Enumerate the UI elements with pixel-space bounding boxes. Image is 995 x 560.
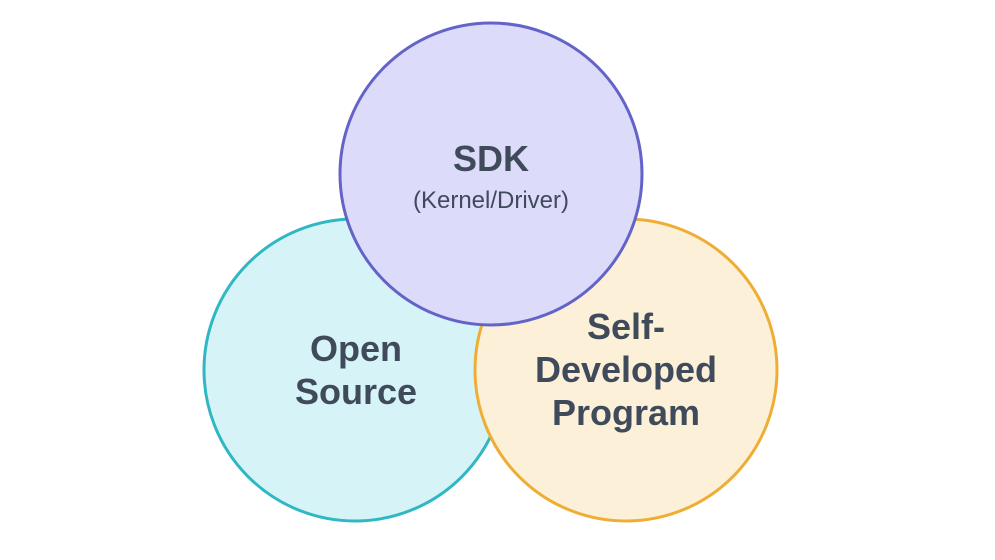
self-developed-label-line1: Self- bbox=[587, 306, 665, 347]
open-source-label-line2: Source bbox=[295, 371, 417, 412]
self-developed-label-line3: Program bbox=[552, 392, 700, 433]
sdk-subtitle: (Kernel/Driver) bbox=[413, 187, 569, 214]
open-source-label-line1: Open bbox=[310, 328, 402, 369]
sdk-circle bbox=[338, 21, 644, 327]
sdk-title: SDK bbox=[453, 138, 529, 179]
self-developed-label-line2: Developed bbox=[535, 349, 717, 390]
